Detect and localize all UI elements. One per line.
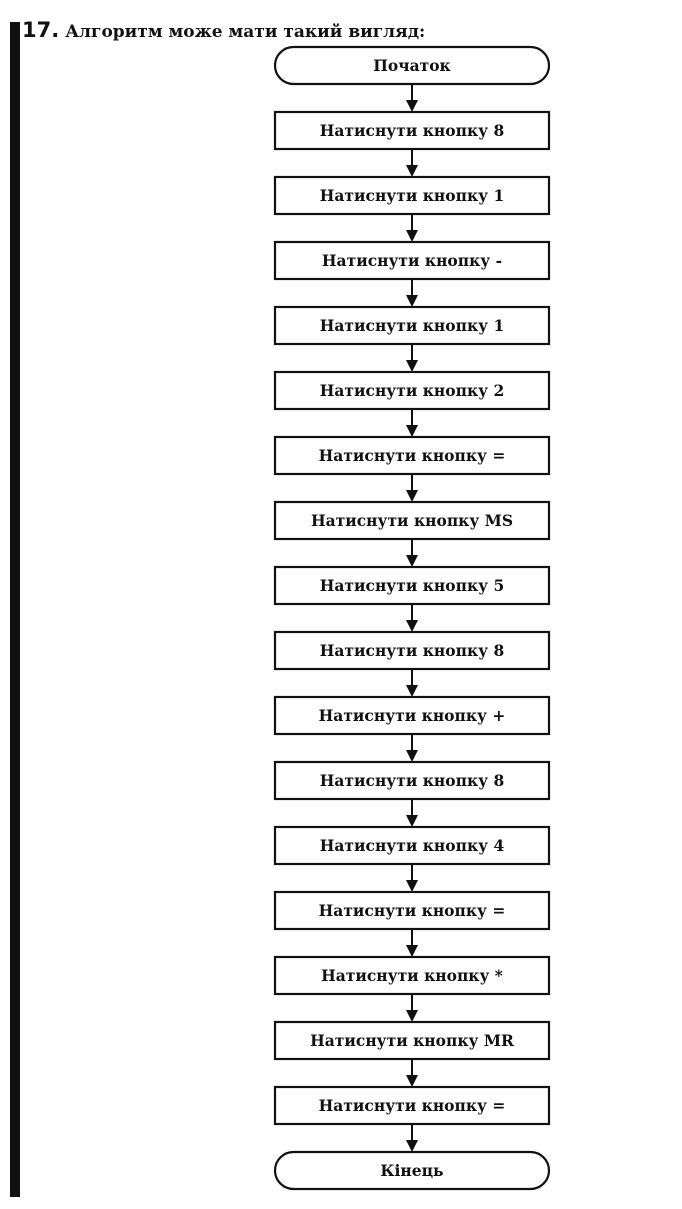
arrow-down-icon — [406, 880, 418, 892]
process-box — [273, 890, 551, 931]
arrow-down-icon — [406, 1140, 418, 1152]
page-margin-bar — [10, 22, 20, 1197]
step-label: Натиснути кнопку 8 — [320, 121, 505, 140]
arrow-down-icon — [406, 100, 418, 112]
process-box — [273, 955, 551, 996]
arrow-down-icon — [406, 945, 418, 957]
arrow-down-icon — [406, 230, 418, 242]
arrow-down-icon — [406, 620, 418, 632]
process-box — [273, 565, 551, 606]
step-label: Натиснути кнопку MR — [310, 1031, 514, 1050]
step-label: Натиснути кнопку 8 — [320, 771, 505, 790]
process-step-13: Натиснути кнопку = — [273, 890, 551, 931]
step-label: Натиснути кнопку 5 — [320, 576, 505, 595]
step-label: Натиснути кнопку 2 — [320, 381, 505, 400]
process-step-14: Натиснути кнопку * — [273, 955, 551, 996]
arrow-down-icon — [406, 555, 418, 567]
process-step-11: Натиснути кнопку 8 — [273, 760, 551, 801]
step-label: Натиснути кнопку 4 — [320, 836, 505, 855]
process-box — [273, 110, 551, 151]
process-step-16: Натиснути кнопку = — [273, 1085, 551, 1126]
start-terminal: Початок — [273, 45, 551, 86]
arrow-down-icon — [406, 295, 418, 307]
arrow-down-icon — [406, 165, 418, 177]
process-box — [273, 175, 551, 216]
arrow-down-icon — [406, 425, 418, 437]
step-label: Натиснути кнопку = — [319, 1096, 506, 1115]
process-box — [273, 695, 551, 736]
arrow-down-icon — [406, 490, 418, 502]
step-label: Натиснути кнопку * — [321, 966, 503, 985]
step-label: Натиснути кнопку = — [319, 901, 506, 920]
process-step-12: Натиснути кнопку 4 — [273, 825, 551, 866]
task-heading: 17.Алгоритм може мати такий вигляд: — [22, 18, 425, 42]
process-box — [273, 825, 551, 866]
process-step-9: Натиснути кнопку 8 — [273, 630, 551, 671]
task-number: 17. — [22, 18, 60, 42]
step-label: Натиснути кнопку 1 — [320, 186, 505, 205]
task-heading-text: Алгоритм може мати такий вигляд: — [65, 22, 426, 42]
process-step-10: Натиснути кнопку + — [273, 695, 551, 736]
arrow-down-icon — [406, 1075, 418, 1087]
process-step-7: Натиснути кнопку MS — [273, 500, 551, 541]
terminal-shape — [273, 45, 551, 86]
process-box — [273, 1085, 551, 1126]
process-box — [273, 500, 551, 541]
process-box — [273, 760, 551, 801]
process-step-3: Натиснути кнопку - — [273, 240, 551, 281]
arrow-down-icon — [406, 360, 418, 372]
process-step-2: Натиснути кнопку 1 — [273, 175, 551, 216]
process-step-4: Натиснути кнопку 1 — [273, 305, 551, 346]
step-label: Натиснути кнопку 8 — [320, 641, 505, 660]
step-label: Натиснути кнопку - — [322, 251, 502, 270]
process-step-1: Натиснути кнопку 8 — [273, 110, 551, 151]
step-label: Кінець — [380, 1161, 443, 1180]
arrow-down-icon — [406, 1010, 418, 1022]
step-label: Натиснути кнопку + — [319, 706, 506, 725]
terminal-shape — [273, 1150, 551, 1191]
process-box — [273, 630, 551, 671]
process-box — [273, 305, 551, 346]
process-step-5: Натиснути кнопку 2 — [273, 370, 551, 411]
process-box — [273, 240, 551, 281]
arrow-down-icon — [406, 750, 418, 762]
step-label: Натиснути кнопку MS — [311, 511, 513, 530]
step-label: Початок — [373, 56, 451, 75]
process-step-6: Натиснути кнопку = — [273, 435, 551, 476]
process-box — [273, 370, 551, 411]
arrow-down-icon — [406, 815, 418, 827]
process-step-15: Натиснути кнопку MR — [273, 1020, 551, 1061]
step-label: Натиснути кнопку = — [319, 446, 506, 465]
process-box — [273, 435, 551, 476]
arrow-down-icon — [406, 685, 418, 697]
end-terminal: Кінець — [273, 1150, 551, 1191]
step-label: Натиснути кнопку 1 — [320, 316, 505, 335]
process-box — [273, 1020, 551, 1061]
process-step-8: Натиснути кнопку 5 — [273, 565, 551, 606]
